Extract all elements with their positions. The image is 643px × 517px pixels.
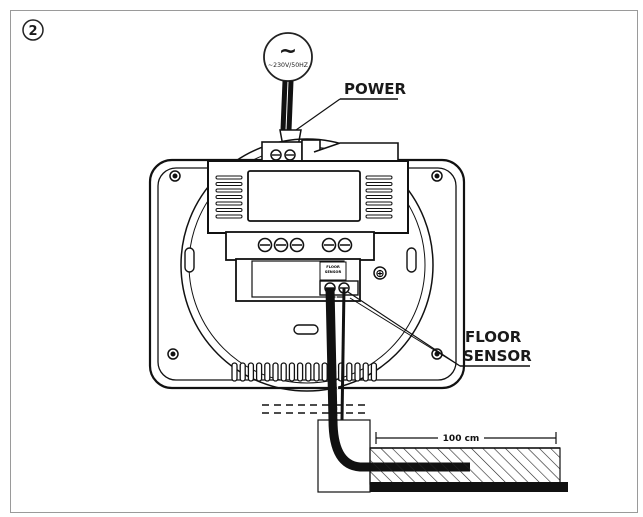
fin-right bbox=[365, 201, 393, 206]
floor-sensor-leader-line-2 bbox=[349, 297, 461, 367]
terminal-text-floor: FLOOR bbox=[326, 265, 340, 269]
cooling-fins bbox=[215, 175, 393, 219]
power-rating: ~230V/50HZ bbox=[268, 62, 308, 69]
vent-slot bbox=[346, 362, 353, 382]
diagram-frame bbox=[10, 10, 638, 513]
vent-slot bbox=[305, 362, 312, 382]
vent-slot bbox=[288, 362, 296, 382]
screw-icon bbox=[257, 237, 273, 253]
vent-slot bbox=[255, 362, 263, 382]
terminal-text-sensor: SENSOR bbox=[325, 270, 342, 274]
screw-hole-icon bbox=[167, 170, 443, 360]
fin-right bbox=[365, 182, 393, 186]
vent-slot bbox=[280, 362, 287, 382]
vent-slot bbox=[321, 362, 328, 382]
wall-surface-lines bbox=[262, 404, 368, 414]
vent-slot bbox=[313, 362, 320, 382]
screw-icon bbox=[273, 237, 289, 253]
fin-left bbox=[215, 188, 243, 193]
vent-slot bbox=[239, 362, 246, 382]
screw-icon bbox=[337, 237, 353, 253]
vent-slot bbox=[264, 362, 271, 382]
vent-slot bbox=[354, 362, 361, 382]
terminal-screw-icon bbox=[257, 237, 353, 253]
terminal-module: FLOOR SENSOR ⊕ bbox=[207, 139, 409, 302]
floor-layer bbox=[369, 447, 568, 492]
floor-sensor-label-line2: SENSOR bbox=[463, 347, 532, 365]
fin-left bbox=[215, 214, 243, 219]
floor-sensor-leader-line bbox=[347, 291, 461, 367]
vent-slot bbox=[370, 362, 378, 382]
screw-icon bbox=[321, 237, 337, 253]
step-marker: 2 bbox=[22, 19, 44, 41]
vent-slot bbox=[272, 362, 279, 382]
fin-right bbox=[365, 188, 393, 193]
mounting-ring bbox=[180, 138, 434, 392]
fin-left bbox=[215, 182, 243, 186]
dimension-text: 100 cm bbox=[443, 434, 480, 444]
fin-right bbox=[365, 175, 393, 180]
vent-slot bbox=[247, 362, 255, 382]
ground-symbol: ⊕ bbox=[375, 267, 384, 280]
screw-icon bbox=[289, 237, 305, 253]
floor-sensor-cable bbox=[325, 287, 470, 472]
fin-left bbox=[215, 175, 243, 180]
vent-slot bbox=[296, 362, 304, 382]
power-label: POWER bbox=[344, 80, 407, 98]
step-number: 2 bbox=[28, 24, 37, 39]
relay-box bbox=[247, 170, 361, 222]
ground-icon bbox=[373, 266, 387, 280]
floor-sensor-label-line1: FLOOR bbox=[465, 328, 522, 346]
fin-right bbox=[365, 195, 393, 199]
fin-right bbox=[365, 214, 393, 219]
fin-left bbox=[215, 208, 243, 212]
fin-left bbox=[215, 201, 243, 206]
fin-right bbox=[365, 208, 393, 212]
vent-slot bbox=[231, 362, 238, 382]
dimension-line: 100 cm bbox=[375, 431, 557, 444]
power-source-icon: ~ ~230V/50HZ bbox=[263, 32, 313, 82]
fin-left bbox=[215, 195, 243, 199]
ac-symbol: ~ bbox=[279, 39, 297, 64]
power-leader-line bbox=[295, 98, 341, 131]
vent-slot bbox=[362, 362, 369, 382]
